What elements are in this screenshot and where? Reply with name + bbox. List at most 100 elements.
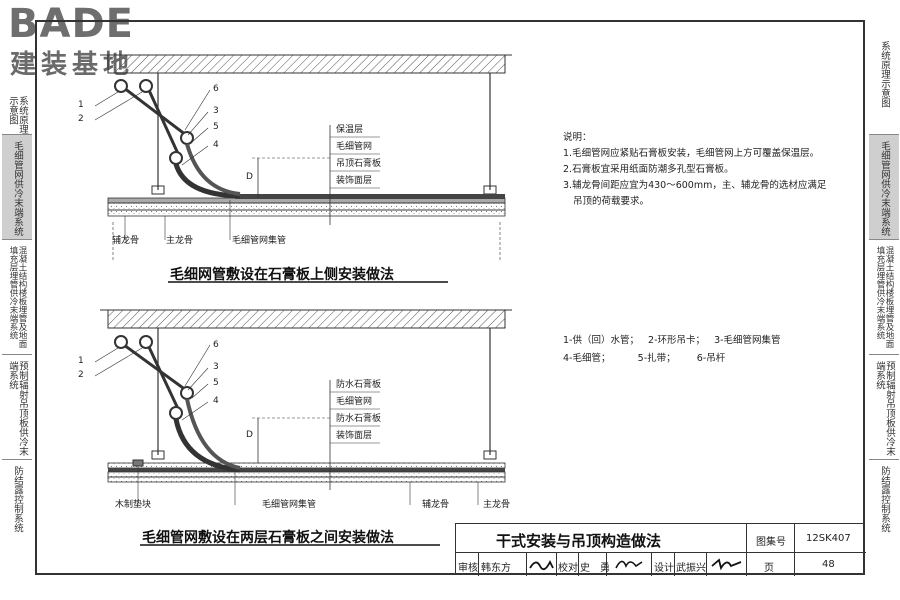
- title-block: 干式安装与吊顶构造做法 图集号 12SK407 审核 韩东方 校对 史 勇 设计…: [455, 523, 866, 576]
- left-nav-item-concrete[interactable]: 混凝土结构楼板埋管及地面填充层埋管供冷末端系统: [2, 240, 32, 355]
- left-nav-label: 混凝土结构楼板埋管及地面填充层埋管供冷末端系统: [8, 246, 27, 348]
- item-number: 3: [213, 106, 219, 116]
- checker-signature: [615, 560, 643, 569]
- reviewer-signature: [529, 559, 554, 571]
- logo-brand: BADE: [8, 1, 134, 47]
- wood-block: [132, 459, 144, 467]
- supply-pipe: [123, 86, 191, 140]
- bottom-label: 主龙骨: [483, 500, 511, 510]
- item-number: 6: [213, 340, 219, 350]
- capillary-header: [173, 163, 241, 199]
- item-number: 1: [78, 100, 84, 110]
- decor-layer: [107, 476, 506, 483]
- capillary-header: [185, 398, 241, 470]
- left-nav-item-anticondensation[interactable]: 防结露控制系统: [2, 460, 32, 560]
- item-number: 5: [213, 378, 219, 388]
- left-nav-item-principle[interactable]: 系统原理示意图: [2, 90, 32, 135]
- concrete-slab: [107, 54, 506, 74]
- right-nav-label: 预制辐射吊顶板供冷末端系统: [874, 361, 895, 456]
- layer-label: 装饰面层: [336, 431, 373, 441]
- main-keel: [151, 185, 165, 195]
- diagram-1-caption: 毛细网管敷设在石膏板上侧安装做法: [170, 267, 394, 283]
- drawing-frame: [35, 20, 865, 575]
- bottom-label: 毛细管网集管: [232, 236, 287, 246]
- capillary-mat: [108, 468, 505, 472]
- designer-name: 武振兴: [676, 563, 706, 574]
- right-section-nav: 系统原理示意图 毛细管网供冷末端系统 混凝土结构楼板埋管及地面填充层埋管供冷末端…: [869, 0, 899, 600]
- pipe-section: [169, 151, 183, 165]
- right-nav-label: 毛细管网供冷末端系统: [879, 141, 890, 236]
- right-nav-item-concrete[interactable]: 混凝土结构楼板埋管及地面填充层埋管供冷末端系统: [869, 240, 899, 355]
- note-item: 2.石膏板宜采用纸面防潮多孔型石膏板。: [563, 164, 734, 175]
- decor-layer: [107, 209, 506, 217]
- capillary-header: [185, 143, 241, 196]
- item-number: 2: [78, 370, 84, 380]
- return-pipe: [146, 344, 182, 414]
- return-pipe: [146, 87, 182, 159]
- main-keel: [483, 450, 497, 460]
- left-section-nav: 系统原理示意图 毛细管网供冷末端系统 混凝土结构楼板埋管及地面填充层埋管供冷末端…: [2, 0, 32, 600]
- item-number: 5: [213, 122, 219, 132]
- diagram-2-caption: 毛细管网敷设在两层石膏板之间安装做法: [142, 530, 394, 546]
- right-nav-label: 混凝土结构楼板埋管及地面填充层埋管供冷末端系统: [875, 246, 894, 348]
- right-nav-label: 防结露控制系统: [879, 466, 890, 533]
- right-nav-item-capillary[interactable]: 毛细管网供冷末端系统: [869, 135, 899, 240]
- bottom-label: 主龙骨: [166, 236, 194, 246]
- check-label: 校对: [558, 563, 578, 574]
- item-number: 4: [213, 140, 219, 150]
- right-nav-item-ceiling-panel[interactable]: 预制辐射吊顶板供冷末端系统: [869, 355, 899, 460]
- diagram-1: [94, 54, 512, 283]
- left-nav-label: 毛细管网供冷末端系统: [12, 141, 23, 236]
- item-number: 4: [213, 396, 219, 406]
- right-nav-item-principle[interactable]: 系统原理示意图: [869, 35, 899, 135]
- legend-block: 1-供（回）水管； 2-环形吊卡； 3-毛细管网集管 4-毛细管； 5-扎带； …: [563, 332, 781, 368]
- layer-label: 装饰面层: [336, 176, 373, 186]
- item-number: 3: [213, 362, 219, 372]
- layer-label: 保温层: [336, 125, 364, 135]
- dimension-label: D: [246, 172, 253, 182]
- atlas-no-label: 图集号: [756, 537, 786, 548]
- left-nav-label: 防结露控制系统: [12, 466, 23, 533]
- gypsum-board: [107, 202, 506, 211]
- diagram-2: [94, 309, 512, 546]
- page-number: 48: [822, 559, 835, 570]
- notes-block: 说明： 1.毛细管网应紧贴石膏板安装，毛细管网上方可覆盖保温层。 2.石膏板宜采…: [563, 130, 826, 210]
- legend-line: 4-毛细管； 5-扎带； 6-吊杆: [563, 353, 726, 364]
- notes-heading: 说明：: [563, 132, 592, 143]
- pipe-section: [180, 131, 194, 145]
- main-keel: [151, 450, 165, 460]
- reviewer-name: 韩东方: [481, 563, 511, 574]
- item-number: 1: [78, 356, 84, 366]
- pipe-section: [139, 335, 153, 349]
- waterproof-gypsum-board: [107, 462, 506, 469]
- review-label: 审核: [458, 563, 478, 574]
- concrete-slab: [107, 309, 506, 329]
- left-nav-item-ceiling-panel[interactable]: 预制辐射吊顶板供冷末端系统: [2, 355, 32, 460]
- layer-label: 吊顶石膏板: [336, 159, 382, 169]
- checker-name: 史 勇: [580, 563, 610, 574]
- layer-label: 防水石膏板: [336, 414, 382, 424]
- right-nav-label: 系统原理示意图: [879, 41, 890, 108]
- pipe-section: [114, 335, 128, 349]
- note-item: 3.辅龙骨间距应宜为430～600mm，主、辅龙骨的选材应满足: [563, 180, 827, 191]
- capillary-mat: [235, 194, 505, 199]
- pipe-section: [180, 386, 194, 400]
- bottom-label: 木制垫块: [115, 500, 152, 510]
- atlas-no: 12SK407: [806, 533, 851, 544]
- bottom-label: 毛细管网集管: [262, 500, 317, 510]
- drawing-title: 干式安装与吊顶构造做法: [496, 532, 662, 550]
- legend-line: 1-供（回）水管； 2-环形吊卡； 3-毛细管网集管: [563, 335, 781, 346]
- right-nav-item-anticondensation[interactable]: 防结露控制系统: [869, 460, 899, 560]
- dimension-label: D: [246, 430, 253, 440]
- bottom-label: 辅龙骨: [112, 236, 140, 246]
- layer-label: 毛细管网: [336, 142, 373, 152]
- design-label: 设计: [654, 563, 674, 574]
- supply-pipe: [123, 343, 191, 395]
- item-number: 6: [213, 84, 219, 94]
- left-nav-item-capillary[interactable]: 毛细管网供冷末端系统: [2, 135, 32, 240]
- designer-signature: [711, 558, 742, 571]
- pipe-section: [169, 406, 183, 420]
- layer-label: 防水石膏板: [336, 380, 382, 390]
- bottom-label: 辅龙骨: [422, 500, 450, 510]
